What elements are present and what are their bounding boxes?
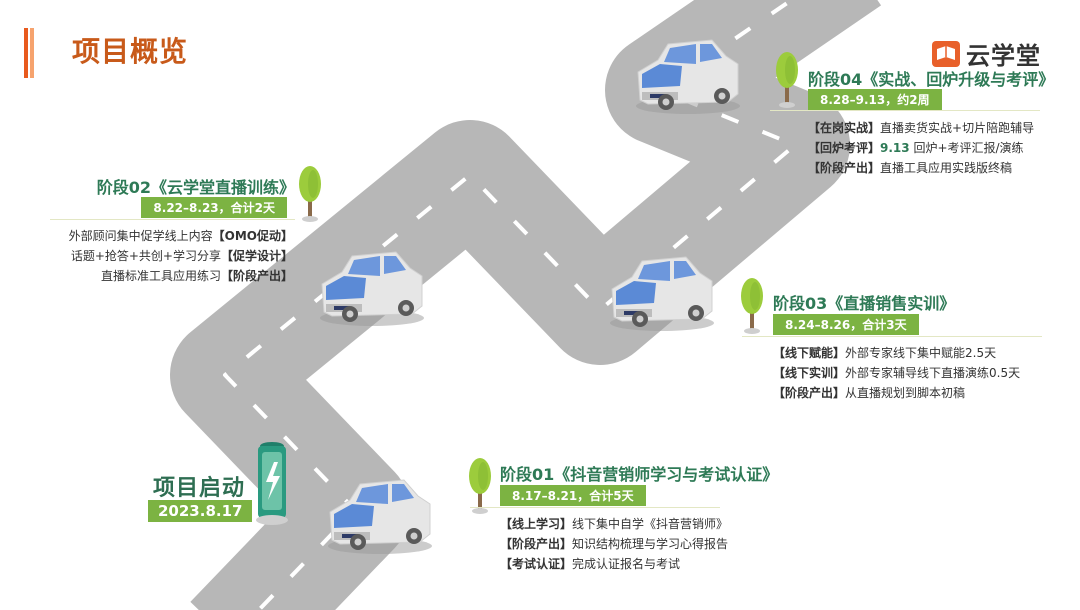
list-item: 【线上学习】线下集中自学《抖音营销师》 xyxy=(500,517,729,531)
list-item: 【阶段产出】知识结构梳理与学习心得报告 xyxy=(500,537,729,551)
list-item: 【回炉考评】9.13 回炉+考评汇报/演练 xyxy=(808,141,1024,155)
battery-charge-icon xyxy=(256,442,288,525)
stage02-title: 阶段02《云学堂直播训练》 xyxy=(96,178,295,197)
list-item: 【阶段产出】从直播规划到脚本初稿 xyxy=(773,386,966,400)
list-item: 【阶段产出】直播工具应用实践版终稿 xyxy=(808,161,1013,175)
divider xyxy=(742,336,1042,337)
list-item: 【考试认证】完成认证报名与考试 xyxy=(500,557,681,571)
list-item: 【在岗实战】直播卖货实战+切片陪跑辅导 xyxy=(808,121,1035,135)
list-item: 【线下实训】外部专家辅导线下直播演练0.5天 xyxy=(773,366,1021,380)
stage03-title: 阶段03《直播销售实训》 xyxy=(773,294,956,313)
project-start-title: 项目启动 xyxy=(153,476,246,501)
stage04-title: 阶段04《实战、回炉升级与考评》 xyxy=(808,70,1055,89)
stage04-items: 【在岗实战】直播卖货实战+切片陪跑辅导 【回炉考评】9.13 回炉+考评汇报/演… xyxy=(808,118,1034,178)
stage01-title: 阶段01《抖音营销师学习与考试认证》 xyxy=(500,465,779,484)
list-item: 话题+抢答+共创+学习分享【促学设计】 xyxy=(70,249,293,263)
tree-icon xyxy=(741,278,763,334)
title-accent-bar xyxy=(24,28,34,78)
stage02-items: 外部顾问集中促学线上内容【OMO促动】 话题+抢答+共创+学习分享【促学设计】 … xyxy=(69,226,293,286)
project-start-date: 2023.8.17 xyxy=(148,500,253,522)
brand-logo: 云学堂 xyxy=(932,36,1041,71)
brand-name: 云学堂 xyxy=(966,42,1041,70)
stage03-items: 【线下赋能】外部专家线下集中赋能2.5天 【线下实训】外部专家辅导线下直播演练0… xyxy=(773,343,1020,403)
divider xyxy=(470,507,720,508)
tree-icon xyxy=(299,166,321,222)
book-logo-icon xyxy=(932,40,960,67)
list-item: 直播标准工具应用练习【阶段产出】 xyxy=(100,269,293,283)
divider xyxy=(50,219,295,220)
stage02-period: 8.22–8.23，合计2天 xyxy=(141,197,287,218)
tree-icon xyxy=(469,458,491,514)
stage01-items: 【线上学习】线下集中自学《抖音营销师》 【阶段产出】知识结构梳理与学习心得报告 … xyxy=(500,514,728,574)
page-title: 项目概览 xyxy=(72,35,189,68)
divider xyxy=(770,110,1040,111)
stage01-period: 8.17–8.21，合计5天 xyxy=(500,485,646,506)
stage03-period: 8.24–8.26，合计3天 xyxy=(773,314,919,335)
stage04-period: 8.28–9.13，约2周 xyxy=(808,89,942,110)
list-item: 【线下赋能】外部专家线下集中赋能2.5天 xyxy=(773,346,997,360)
list-item: 外部顾问集中促学线上内容【OMO促动】 xyxy=(68,229,293,243)
